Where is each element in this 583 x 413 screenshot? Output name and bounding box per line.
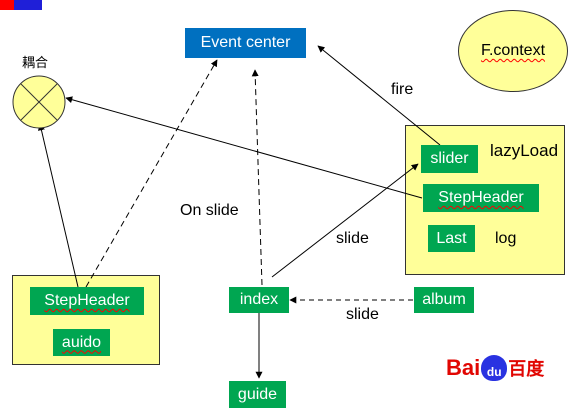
edge-label-fire: fire <box>391 81 414 98</box>
edge-stepheader-left-to-event-center <box>85 59 218 288</box>
baidu-logo-du: du <box>486 365 502 379</box>
fcontext-node: F.context <box>458 10 568 92</box>
slider-label: slider <box>430 150 469 167</box>
edge-stepheader-right-to-coupling <box>65 96 423 199</box>
stepheader-left-label: StepHeader <box>44 292 130 309</box>
baidu-logo-cn: 百度 <box>508 359 545 379</box>
baidu-logo-bai: Bai <box>446 355 481 380</box>
edge-slider-to-event-center <box>317 45 441 146</box>
album-node: album <box>414 287 474 313</box>
baidu-paw-icon: du <box>481 355 508 381</box>
guide-node: guide <box>229 381 286 408</box>
coupling-circle-icon <box>12 75 66 129</box>
album-label: album <box>422 291 466 308</box>
edge-stepheader-left-to-coupling <box>38 123 79 288</box>
index-node: index <box>229 287 289 313</box>
guide-label: guide <box>237 385 278 403</box>
corner-red-mark <box>0 0 14 10</box>
edge-label-slide-album: slide <box>346 306 379 323</box>
stepheader-left-node: StepHeader <box>30 287 144 315</box>
last-node: Last <box>428 225 475 252</box>
event-center-label: Event center <box>200 34 291 51</box>
last-label: Last <box>436 229 467 247</box>
baidu-logo: Bai du 百度 <box>446 355 544 381</box>
edge-label-slide-up: slide <box>336 230 369 247</box>
stepheader-right-node: StepHeader <box>423 184 539 212</box>
auido-label: auido <box>61 333 102 351</box>
auido-node: auido <box>53 329 110 356</box>
edge-index-to-slider <box>271 163 419 278</box>
stepheader-right-label: StepHeader <box>438 189 524 206</box>
edge-label-on-slide: On slide <box>180 202 239 219</box>
corner-blue-mark <box>14 0 42 10</box>
edge-index-to-event-center <box>251 69 263 286</box>
slider-node: slider <box>421 145 478 173</box>
fcontext-label: F.context <box>480 42 546 59</box>
coupling-label: 耦合 <box>22 55 49 70</box>
lazyload-label: lazyLoad <box>490 141 559 160</box>
event-center-node: Event center <box>185 28 306 58</box>
index-label: index <box>239 291 279 308</box>
log-label: log <box>495 230 517 247</box>
